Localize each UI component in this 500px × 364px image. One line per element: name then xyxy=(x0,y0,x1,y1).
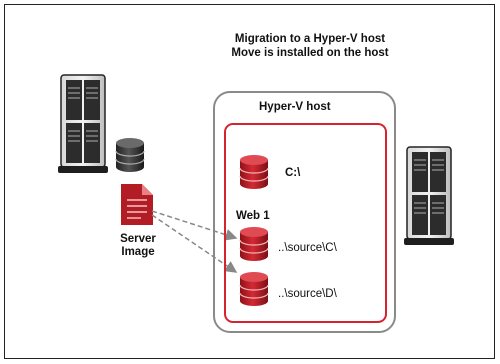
disk-source-d-icon xyxy=(239,272,269,306)
server-image-label-line2: Image xyxy=(121,246,155,258)
server-image-document-icon xyxy=(121,184,153,225)
source-database-icon xyxy=(115,138,145,172)
hyperv-host-label: Hyper-V host xyxy=(259,101,331,113)
drive-c-label: C:\ xyxy=(285,167,301,179)
disk-source-c-icon xyxy=(239,227,269,261)
source-server-icon xyxy=(58,74,108,173)
disk-c-icon xyxy=(239,155,269,189)
hyperv-host-box xyxy=(213,91,396,333)
source-d-label: ..\source\D\ xyxy=(278,288,337,300)
diagram-title-line1: Migration to a Hyper-V host xyxy=(234,33,386,45)
vm-box xyxy=(224,123,387,323)
vm-label: Web 1 xyxy=(236,210,270,222)
target-server-icon xyxy=(404,146,454,245)
diagram-frame xyxy=(4,4,495,359)
diagram-title-line2: Move is installed on the host xyxy=(231,47,389,59)
arrow-to-source-d xyxy=(151,214,238,273)
source-c-label: ..\source\C\ xyxy=(278,242,337,254)
migration-arrows xyxy=(151,210,238,273)
arrow-to-source-c xyxy=(151,210,238,241)
server-image-label-line1: Server xyxy=(120,233,156,245)
